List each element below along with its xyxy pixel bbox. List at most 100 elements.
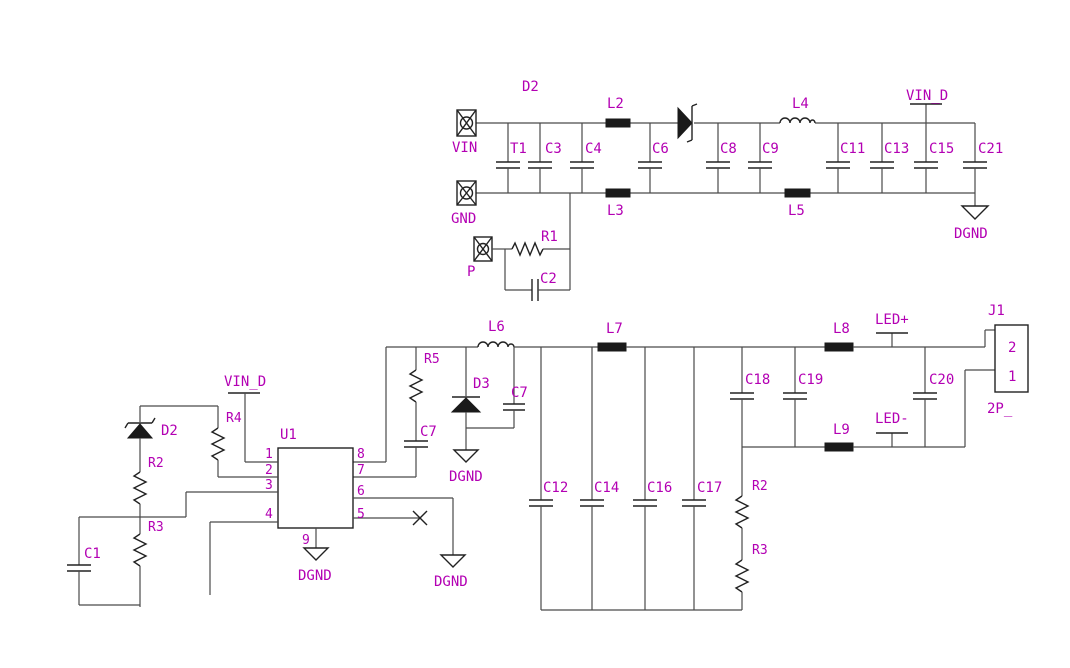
label-u1-pin4: 4 (265, 507, 273, 522)
resistor-r1-top (511, 241, 544, 257)
cap-c3 (528, 123, 552, 193)
labels: D2 VIN GND P T1 C3 C4 L2 C6 C8 C9 L3 L4 … (84, 79, 1016, 590)
label-u1-pin2: 2 (265, 463, 273, 478)
label-c13: C13 (884, 141, 909, 157)
inductor-l3 (605, 188, 631, 198)
cap-c18 (730, 347, 754, 496)
label-u1: U1 (280, 427, 297, 443)
label-r4: R4 (226, 411, 242, 426)
controller-section (67, 392, 467, 607)
dgnd-symbol-top (960, 193, 990, 220)
cap-c17 (682, 347, 706, 610)
cap-c12 (529, 347, 553, 610)
cap-c16 (633, 347, 657, 610)
cap-c11 (826, 123, 850, 193)
dgnd-symbol-pin6 (439, 554, 467, 568)
label-dgnd-d3: DGND (449, 469, 483, 485)
led-plus-flag (876, 332, 908, 347)
label-c3: C3 (545, 141, 562, 157)
label-led-minus: LED- (875, 411, 909, 427)
label-l8: L8 (833, 321, 850, 337)
label-c8: C8 (720, 141, 737, 157)
vin-d-flag-left (228, 392, 278, 463)
diode-d2-left (126, 423, 154, 439)
label-c19: C19 (798, 372, 823, 388)
ic-u1 (277, 447, 354, 529)
label-l3: L3 (607, 203, 624, 219)
label-c11: C11 (840, 141, 865, 157)
label-c20: C20 (929, 372, 954, 388)
d3-c7-branch (450, 347, 525, 463)
inductor-l4 (779, 117, 816, 124)
label-c7-b: C7 (511, 385, 528, 401)
cap-c15 (914, 123, 938, 193)
label-d3: D3 (473, 376, 490, 392)
pin5-no-connect (353, 510, 428, 526)
cap-c19 (783, 347, 807, 447)
label-u1-pin9: 9 (302, 533, 310, 548)
label-c6: C6 (652, 141, 669, 157)
dgnd-symbol-d3 (452, 449, 480, 463)
label-j1-type: 2P_ (987, 401, 1013, 417)
divider-r2-r3-right (734, 495, 750, 610)
cap-c8 (706, 123, 730, 193)
cap-c20 (913, 347, 937, 447)
label-r3-left: R3 (148, 520, 164, 535)
label-c21: C21 (978, 141, 1003, 157)
cap-c21 (963, 123, 987, 193)
gnd-terminal (456, 180, 477, 206)
label-vin-d-left: VIN_D (224, 374, 266, 390)
cap-c13 (870, 123, 894, 193)
resistor-r3-right (734, 559, 750, 593)
inductor-l2 (605, 118, 631, 128)
dgnd-symbol-u1 (302, 528, 330, 561)
led-minus-flag (876, 432, 908, 447)
label-l6: L6 (488, 319, 505, 335)
label-u1-pin1: 1 (265, 447, 273, 462)
label-l5: L5 (788, 203, 805, 219)
p-terminal (473, 236, 493, 262)
cap-c6 (638, 123, 662, 193)
label-d2-left: D2 (161, 423, 178, 439)
label-dgnd-u1: DGND (298, 568, 332, 584)
label-u1-pin7: 7 (357, 463, 365, 478)
label-led-plus: LED+ (875, 312, 909, 328)
inductor-l5 (784, 188, 811, 198)
label-u1-pin6: 6 (357, 484, 365, 499)
label-p: P (467, 264, 475, 280)
label-c1: C1 (84, 546, 101, 562)
label-r3-right: R3 (752, 543, 768, 558)
diode-d3 (450, 397, 482, 413)
label-t1: T1 (510, 141, 527, 157)
label-c2: C2 (540, 271, 557, 287)
resistor-r5 (408, 369, 424, 403)
label-l2: L2 (607, 96, 624, 112)
label-c9: C9 (762, 141, 779, 157)
label-l9: L9 (833, 422, 850, 438)
resistor-r2-left (132, 471, 148, 505)
cap-c14 (580, 347, 604, 610)
left-divider-branch (67, 406, 278, 607)
inductor-l9 (824, 442, 854, 452)
label-c18: C18 (745, 372, 770, 388)
label-c7-a: C7 (420, 424, 437, 440)
r5-c7-branch (353, 347, 428, 478)
pin6-ground-branch (353, 497, 467, 568)
label-dgnd-pin6: DGND (434, 574, 468, 590)
inductor-l8 (824, 342, 854, 352)
resistor-r4 (210, 427, 226, 461)
inductor-l7 (597, 342, 627, 352)
label-l4: L4 (792, 96, 809, 112)
label-c14: C14 (594, 480, 619, 496)
label-c4: C4 (585, 141, 602, 157)
label-r2-right: R2 (752, 479, 768, 494)
label-u1-pin5: 5 (357, 507, 365, 522)
connector-j1 (994, 324, 1029, 393)
label-u1-pin8: 8 (357, 447, 365, 462)
label-c12: C12 (543, 480, 568, 496)
input-filter-section (456, 103, 990, 301)
vin-d-flag-top (910, 103, 942, 123)
diode-d2-top (677, 103, 698, 143)
r1-c2-branch (492, 193, 571, 301)
label-u1-pin3: 3 (265, 478, 273, 493)
